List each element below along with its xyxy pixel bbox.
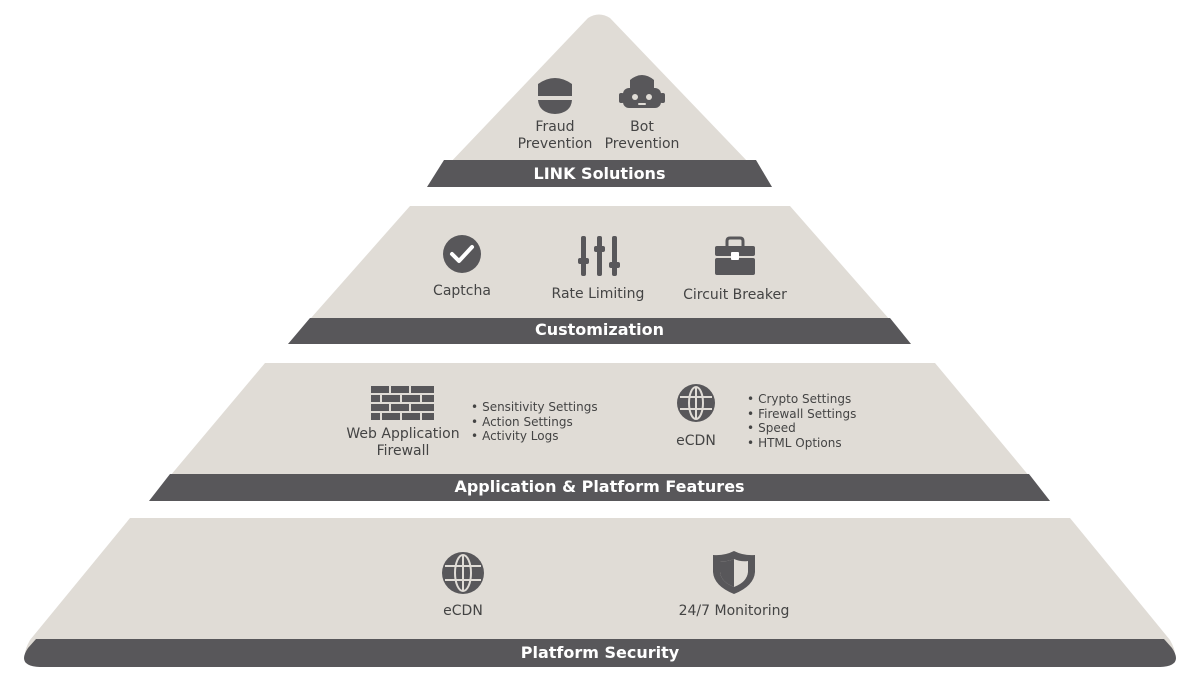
fraud-mask-icon xyxy=(538,78,572,114)
ecdn-feature-label: eCDN xyxy=(676,433,716,449)
tier-2-band xyxy=(288,318,911,344)
captcha-label: Captcha xyxy=(433,283,491,299)
tier-4-band xyxy=(24,639,1176,667)
checkmark-circle-icon xyxy=(443,235,481,273)
tier-title-platform-security: Platform Security xyxy=(520,643,680,662)
bot-icon xyxy=(619,75,665,108)
sliders-icon xyxy=(578,236,620,276)
list-item: Crypto Settings xyxy=(747,392,856,407)
tier-3-band xyxy=(149,474,1050,501)
globe-icon xyxy=(677,384,715,422)
list-item: Firewall Settings xyxy=(747,407,856,422)
ecdn-feature-list: Crypto Settings Firewall Settings Speed … xyxy=(747,392,856,450)
tier-1-band xyxy=(427,160,772,187)
bot-prevention-label: Bot Prevention xyxy=(604,119,680,152)
circuit-breaker-label: Circuit Breaker xyxy=(683,287,787,303)
brick-wall-icon xyxy=(371,386,434,420)
waf-label: Web Application Firewall xyxy=(346,426,460,459)
list-item: Activity Logs xyxy=(471,429,598,444)
list-item: Sensitivity Settings xyxy=(471,400,598,415)
globe-icon xyxy=(442,552,484,594)
rate-limiting-label: Rate Limiting xyxy=(551,286,645,302)
tier-title-customization: Customization xyxy=(534,320,665,339)
tier-title-link-solutions: LINK Solutions xyxy=(533,164,666,183)
briefcase-icon xyxy=(715,236,755,275)
fraud-prevention-label: Fraud Prevention xyxy=(517,119,593,152)
ecdn-security-label: eCDN xyxy=(443,603,483,619)
waf-feature-list: Sensitivity Settings Action Settings Act… xyxy=(471,400,598,444)
list-item: HTML Options xyxy=(747,436,856,451)
tier-4-body xyxy=(24,518,1176,667)
list-item: Speed xyxy=(747,421,856,436)
tier-title-application-platform-features: Application & Platform Features xyxy=(454,477,745,496)
tier-1-body xyxy=(427,14,772,187)
list-item: Action Settings xyxy=(471,415,598,430)
monitoring-label: 24/7 Monitoring xyxy=(678,603,790,619)
shield-icon xyxy=(713,551,755,594)
